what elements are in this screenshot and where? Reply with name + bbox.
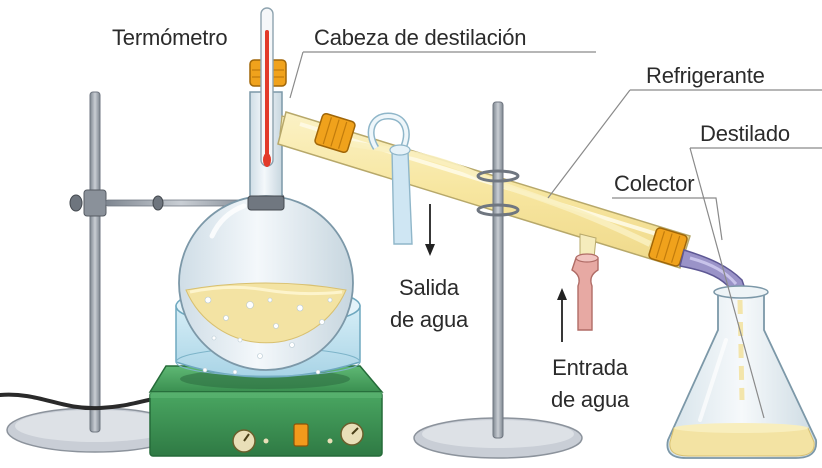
label-thermometer: Termómetro (112, 25, 228, 50)
inlet-hose (571, 257, 599, 331)
water-outlet (367, 112, 413, 245)
thermometer-mercury (265, 30, 269, 158)
receiving-flask (666, 285, 818, 459)
label-leader-lines (289, 51, 822, 419)
label-water-outlet-line1: Salida (399, 275, 459, 300)
water-inlet (571, 233, 599, 331)
label-water-outlet-line2: de agua (389, 307, 469, 332)
label-collector: Colector (614, 171, 695, 196)
clamp-boss (83, 189, 107, 217)
leader-condenser (547, 89, 822, 199)
label-water-outlet: Salida de agua (384, 274, 474, 334)
label-condenser: Refrigerante (646, 63, 765, 88)
right-stand-rod (492, 101, 504, 439)
label-distillation-head: Cabeza de destilación (314, 25, 527, 50)
leader-head (289, 51, 596, 99)
distillation-flask (178, 91, 354, 375)
clamp-screw-icon (69, 194, 83, 212)
outlet-hose (391, 149, 413, 245)
right-stand (413, 101, 583, 459)
distillate-liquid (669, 427, 815, 457)
label-water-inlet: Entrada de agua (544, 354, 636, 414)
boiling-bubbles (202, 296, 333, 375)
flask-liquid (185, 282, 347, 344)
thermometer (260, 7, 274, 167)
water-out-arrow-icon (425, 204, 435, 256)
hot-plate (148, 365, 384, 457)
label-distillate: Destilado (700, 121, 790, 146)
label-water-inlet-line1: Entrada (552, 355, 628, 380)
power-switch[interactable] (293, 423, 309, 447)
condenser-clamp-ring (476, 169, 520, 183)
water-in-arrow-icon (557, 288, 567, 342)
left-stand (0, 91, 285, 453)
left-stand-rod (89, 91, 101, 433)
label-water-inlet-line2: de agua (550, 387, 630, 412)
leader-collector (612, 197, 723, 241)
leader-distillate (689, 147, 822, 419)
